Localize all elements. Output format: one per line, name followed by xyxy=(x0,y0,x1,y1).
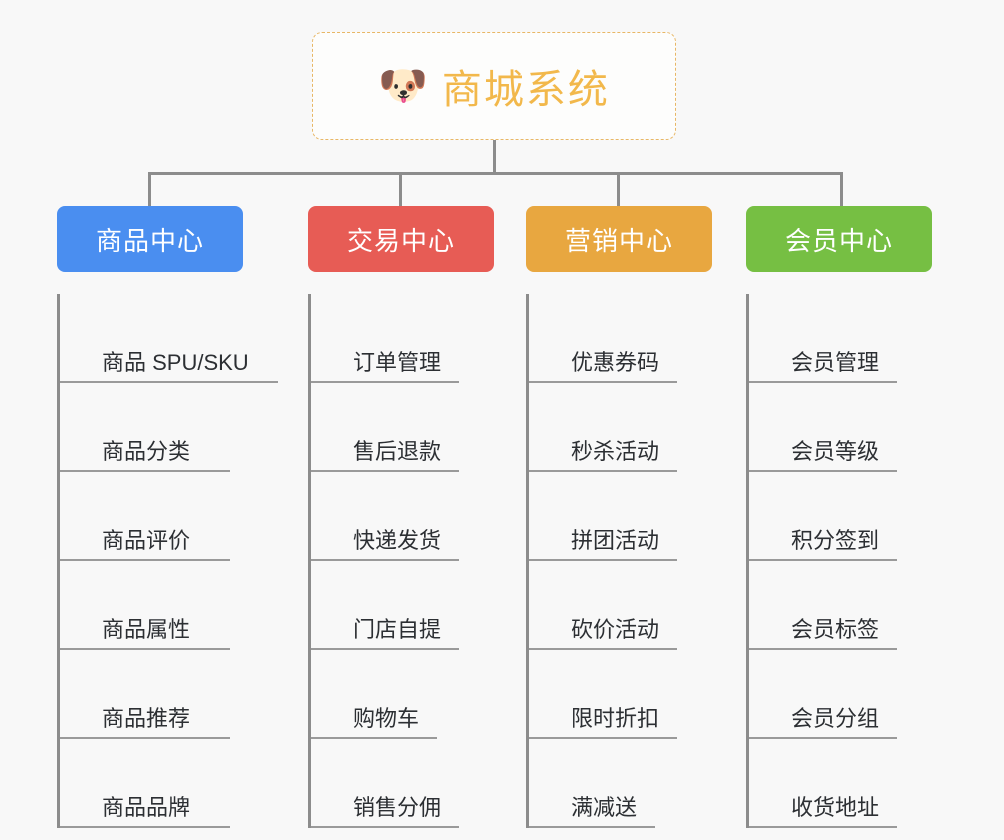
leaf-label: 商品属性 xyxy=(102,616,191,642)
branch-header-label: 会员中心 xyxy=(784,225,893,256)
leaf-label: 秒杀活动 xyxy=(571,438,660,464)
leaf-label: 订单管理 xyxy=(353,349,442,375)
leaf-item[interactable]: 商品评价 xyxy=(60,472,230,561)
leaf-stack-1: 订单管理 售后退款 快递发货 门店自提 购物车 销售分佣 xyxy=(308,294,494,828)
leaf-item[interactable]: 商品属性 xyxy=(60,561,230,650)
leaf-item[interactable]: 限时折扣 xyxy=(529,650,677,739)
leaf-item[interactable]: 拼团活动 xyxy=(529,472,677,561)
branch-header-0[interactable]: 商品中心 xyxy=(57,206,243,272)
leaf-label: 积分签到 xyxy=(791,527,880,553)
leaf-label: 商品分类 xyxy=(102,438,191,464)
leaf-item[interactable]: 优惠券码 xyxy=(529,294,677,383)
leaf-item[interactable]: 秒杀活动 xyxy=(529,383,677,472)
branch-header-label: 商品中心 xyxy=(95,225,204,256)
leaf-label: 满减送 xyxy=(571,794,638,820)
leaf-item[interactable]: 商品 SPU/SKU xyxy=(60,294,278,383)
branch-column-0: 商品中心 商品 SPU/SKU 商品分类 商品评价 商品属性 商品推荐 商品品牌 xyxy=(57,206,278,828)
leaf-label: 购物车 xyxy=(353,705,420,731)
branch-header-label: 交易中心 xyxy=(346,225,455,256)
leaf-label: 砍价活动 xyxy=(571,616,660,642)
branch-column-3: 会员中心 会员管理 会员等级 积分签到 会员标签 会员分组 收货地址 xyxy=(746,206,932,828)
leaf-item[interactable]: 会员管理 xyxy=(749,294,897,383)
connector-drop-3 xyxy=(840,172,843,208)
leaf-label: 售后退款 xyxy=(353,438,442,464)
leaf-item[interactable]: 门店自提 xyxy=(311,561,459,650)
leaf-item[interactable]: 销售分佣 xyxy=(311,739,459,828)
leaf-label: 商品评价 xyxy=(102,527,191,553)
leaf-item[interactable]: 砍价活动 xyxy=(529,561,677,650)
connector-drop-1 xyxy=(399,172,402,208)
connector-horizontal-bus xyxy=(148,172,843,175)
leaf-item[interactable]: 积分签到 xyxy=(749,472,897,561)
leaf-label: 收货地址 xyxy=(791,794,880,820)
leaf-label: 会员分组 xyxy=(791,705,880,731)
branch-header-3[interactable]: 会员中心 xyxy=(746,206,932,272)
leaf-label: 门店自提 xyxy=(353,616,442,642)
leaf-item[interactable]: 商品品牌 xyxy=(60,739,230,828)
connector-drop-0 xyxy=(148,172,151,208)
branch-header-label: 营销中心 xyxy=(564,225,673,256)
branch-column-2: 营销中心 优惠券码 秒杀活动 拼团活动 砍价活动 限时折扣 满减送 xyxy=(526,206,712,828)
leaf-stack-2: 优惠券码 秒杀活动 拼团活动 砍价活动 限时折扣 满减送 xyxy=(526,294,712,828)
leaf-stack-3: 会员管理 会员等级 积分签到 会员标签 会员分组 收货地址 xyxy=(746,294,932,828)
leaf-label: 会员等级 xyxy=(791,438,880,464)
leaf-item[interactable]: 商品分类 xyxy=(60,383,230,472)
leaf-label: 快递发货 xyxy=(353,527,442,553)
root-title: 商城系统 xyxy=(441,68,610,112)
connector-drop-2 xyxy=(617,172,620,208)
leaf-label: 商品品牌 xyxy=(102,794,191,820)
leaf-label: 商品 SPU/SKU xyxy=(102,349,249,375)
leaf-item[interactable]: 订单管理 xyxy=(311,294,459,383)
leaf-label: 商品推荐 xyxy=(102,705,191,731)
leaf-item[interactable]: 会员分组 xyxy=(749,650,897,739)
leaf-stack-0: 商品 SPU/SKU 商品分类 商品评价 商品属性 商品推荐 商品品牌 xyxy=(57,294,278,828)
leaf-label: 会员管理 xyxy=(791,349,880,375)
leaf-item[interactable]: 会员等级 xyxy=(749,383,897,472)
leaf-label: 限时折扣 xyxy=(571,705,660,731)
branch-column-1: 交易中心 订单管理 售后退款 快递发货 门店自提 购物车 销售分佣 xyxy=(308,206,494,828)
shiba-dog-emoji-icon: 🐶 xyxy=(378,64,428,108)
leaf-item[interactable]: 商品推荐 xyxy=(60,650,230,739)
leaf-item[interactable]: 满减送 xyxy=(529,739,655,828)
connector-root-stem xyxy=(493,140,496,174)
leaf-label: 销售分佣 xyxy=(353,794,442,820)
branch-header-2[interactable]: 营销中心 xyxy=(526,206,712,272)
leaf-item[interactable]: 快递发货 xyxy=(311,472,459,561)
leaf-label: 拼团活动 xyxy=(571,527,660,553)
root-node[interactable]: 🐶 商城系统 xyxy=(312,32,676,140)
leaf-item[interactable]: 收货地址 xyxy=(749,739,897,828)
branch-header-1[interactable]: 交易中心 xyxy=(308,206,494,272)
leaf-item[interactable]: 售后退款 xyxy=(311,383,459,472)
leaf-item[interactable]: 会员标签 xyxy=(749,561,897,650)
leaf-item[interactable]: 购物车 xyxy=(311,650,437,739)
leaf-label: 优惠券码 xyxy=(571,349,660,375)
leaf-label: 会员标签 xyxy=(791,616,880,642)
